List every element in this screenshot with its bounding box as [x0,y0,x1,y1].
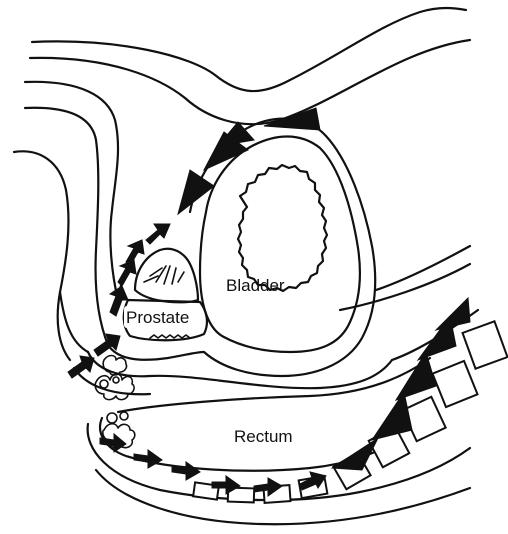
arrow-rectal-2 [134,450,162,468]
label-prostate: Prostate [126,308,189,327]
vertebra-2 [432,361,477,407]
arrow-anterior-6 [146,224,170,244]
anterior-wall [14,151,88,360]
label-rectum: Rectum [234,427,293,446]
arrow-bladder-1 [178,170,214,214]
label-bladder: Bladder [226,276,285,295]
arrow-rectal-3 [172,462,200,480]
arrow-anterior-4 [118,260,136,286]
vertebrae [193,321,507,503]
vertebra-1 [463,321,508,368]
bladder-lumen [238,165,327,291]
arrow-anterior-5 [126,240,144,266]
arrow-sacral-5 [436,298,470,330]
arrow-sacral-2 [372,392,412,440]
